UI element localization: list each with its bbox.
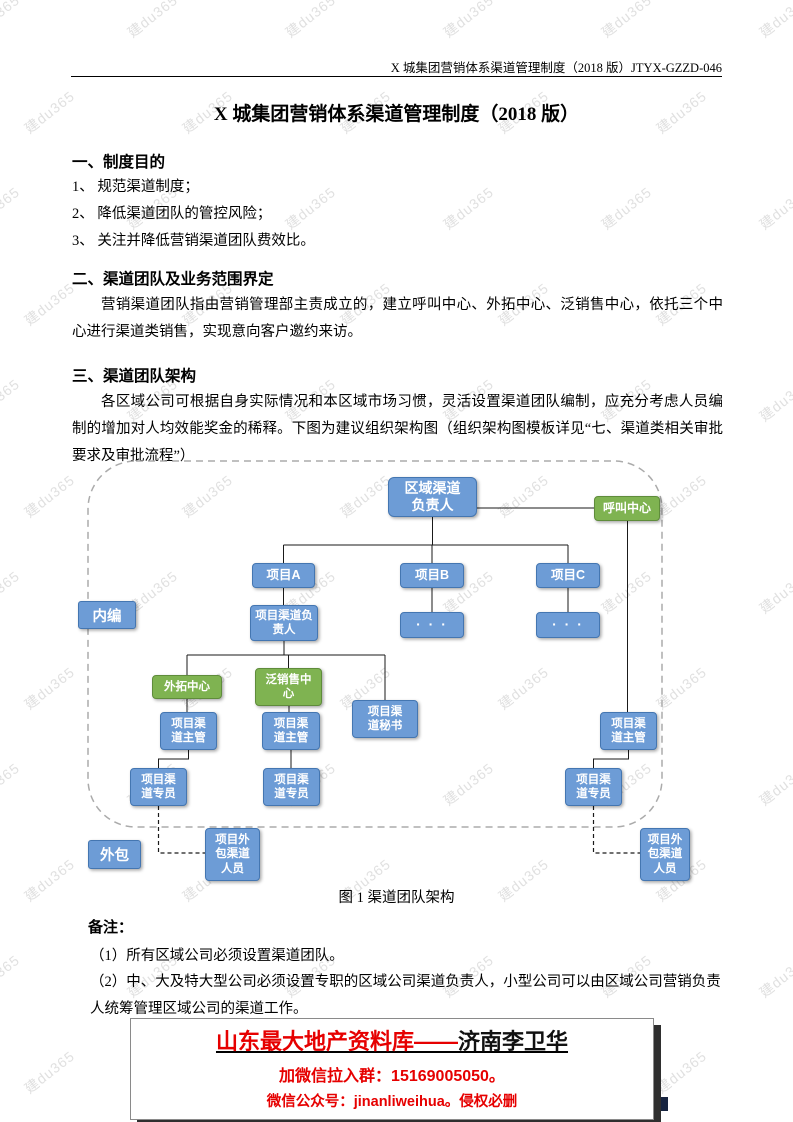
org-node-regional-channel-head: 区域渠道 负责人	[388, 477, 477, 517]
org-chart: 区域渠道 负责人 呼叫中心 项目A 项目B 项目C 项目渠道负 责人 · · ·…	[45, 460, 750, 892]
list-item-2: 2、 降低渠道团队的管控风险；	[72, 206, 272, 222]
ad-headline-red: 山东最大地产资料库——	[215, 1029, 458, 1054]
org-node-channel-supervisor-2: 项目渠 道主管	[262, 712, 320, 750]
header-rule	[71, 76, 722, 77]
org-node-project-channel-head: 项目渠道负 责人	[250, 605, 318, 641]
notes-heading: 备注：	[88, 920, 134, 936]
list-item-1: 1、 规范渠道制度；	[72, 179, 199, 195]
section-scope-body: 营销渠道团队指由营销管理部主责成立的，建立呼叫中心、外拓中心、泛销售中心，依托三…	[72, 297, 723, 340]
org-chart-connectors	[87, 460, 663, 854]
org-node-outsourced-staff-1: 项目外 包渠道 人员	[205, 828, 260, 881]
outsourced-label: 外包	[88, 840, 141, 869]
org-node-call-center: 呼叫中心	[594, 496, 660, 521]
document-title: X 城集团营销体系渠道管理制度（2018 版）	[213, 104, 580, 125]
org-node-outreach-center: 外拓中心	[152, 675, 222, 699]
org-node-channel-specialist-2: 项目渠 道专员	[263, 768, 320, 806]
section-purpose-heading: 一、制度目的	[72, 154, 166, 171]
org-node-channel-secretary: 项目渠 道秘书	[352, 700, 418, 738]
section-structure-body: 各区域公司可根据自身实际情况和本区域市场习惯，灵活设置渠道团队编制，应充分考虑人…	[72, 394, 723, 464]
section-structure-heading: 三、渠道团队架构	[72, 368, 197, 385]
note-item-1: （1）所有区域公司必须设置渠道团队。	[90, 948, 344, 964]
org-node-channel-supervisor-3: 项目渠 道主管	[600, 712, 657, 750]
org-node-project-c: 项目C	[536, 563, 600, 588]
section-scope-heading: 二、渠道团队及业务范围界定	[72, 271, 274, 288]
inner-staff-label: 内编	[78, 601, 136, 629]
org-node-pan-sales-center: 泛销售中 心	[255, 668, 322, 706]
section-purpose-list: 1、 规范渠道制度； 2、 降低渠道团队的管控风险； 3、 关注并降低营销渠道团…	[72, 174, 315, 255]
org-node-channel-specialist-3: 项目渠 道专员	[565, 768, 622, 806]
note-item-2: （2）中、大及特大型公司必须设置专职的区域公司渠道负责人，小型公司可以由区域公司…	[90, 974, 721, 1017]
inner-group-dashed-frame	[87, 460, 663, 828]
ad-headline: 山东最大地产资料库——济南李卫华	[135, 1024, 649, 1056]
org-node-ellipsis-c: · · ·	[536, 612, 600, 638]
ad-wechat-line: 微信公众号：jinanliweihua。侵权必删	[266, 1094, 518, 1110]
org-node-ellipsis-b: · · ·	[400, 612, 464, 638]
figure-caption: 图 1 渠道团队架构	[338, 890, 455, 906]
org-node-channel-specialist-1: 项目渠 道专员	[130, 768, 187, 806]
ad-banner: 山东最大地产资料库——济南李卫华 加微信拉入群：15169005050。 微信公…	[130, 1018, 654, 1120]
list-item-3: 3、 关注并降低营销渠道团队费效比。	[72, 233, 315, 249]
org-node-outsourced-staff-2: 项目外 包渠道 人员	[640, 828, 690, 881]
ad-phone-line: 加微信拉入群：15169005050。	[279, 1068, 505, 1085]
org-node-project-a: 项目A	[252, 563, 315, 588]
ad-headline-black: 济南李卫华	[458, 1029, 569, 1054]
page-header-text: X 城集团营销体系渠道管理制度（2018 版）JTYX-GZZD-046	[390, 61, 722, 75]
org-node-channel-supervisor-1: 项目渠 道主管	[160, 712, 217, 750]
org-node-project-b: 项目B	[400, 563, 464, 588]
